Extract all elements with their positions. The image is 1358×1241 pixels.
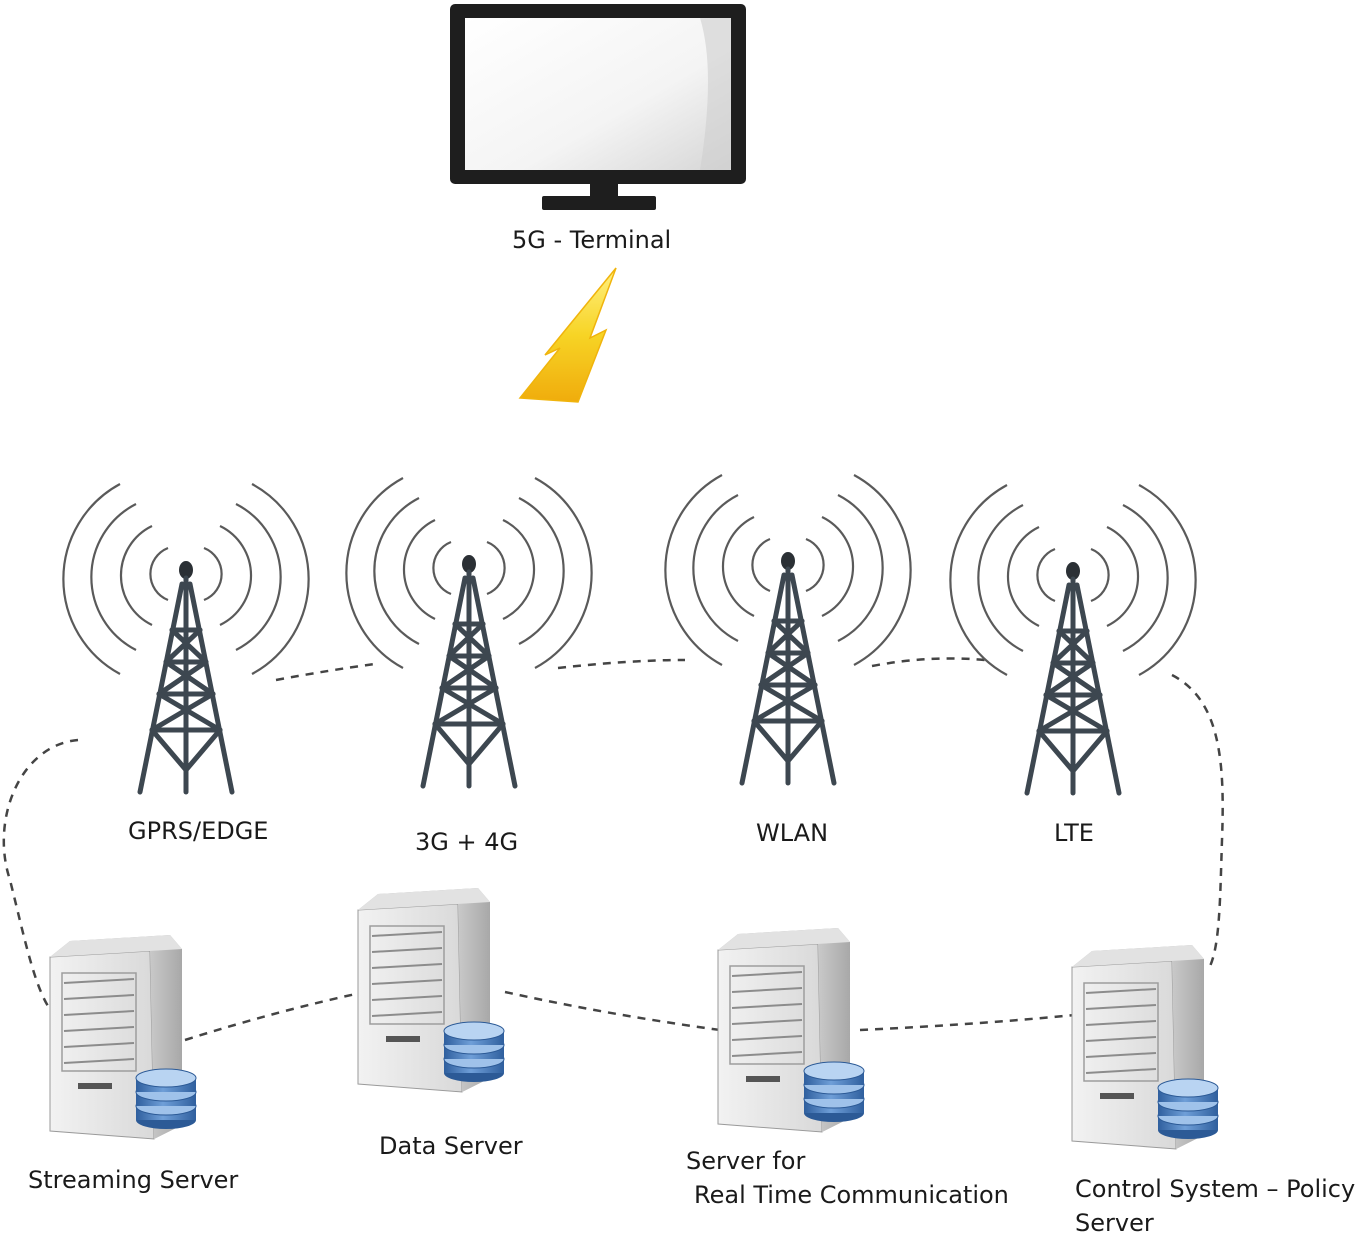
server-database-icon-rtc — [717, 927, 865, 1133]
cell-tower-icon-wlan — [665, 475, 910, 783]
lightning-bolt-icon — [518, 267, 617, 403]
link-data-rtc — [504, 990, 721, 1032]
server-label-rtc-line1: Server for — [686, 1147, 806, 1175]
tower-label-gprs: GPRS/EDGE — [128, 817, 269, 845]
server-database-icon-policy — [1071, 944, 1219, 1150]
tower-label-wlan: WLAN — [756, 819, 829, 847]
server-label-data: Data Server — [379, 1132, 523, 1160]
server-label-policy-line2: Server — [1075, 1209, 1154, 1237]
tower-label-lte: LTE — [1054, 819, 1094, 847]
link-wlan-lte — [871, 657, 986, 668]
cell-tower-icon-3g4g — [346, 478, 591, 786]
link-rtc-policy — [859, 1013, 1076, 1032]
server-label-rtc-line2: Real Time Communication — [694, 1181, 1009, 1209]
link-streaming-data — [184, 990, 366, 1042]
server-label-streaming: Streaming Server — [28, 1166, 239, 1194]
server-label-policy-line1: Control System – Policy — [1075, 1175, 1356, 1203]
server-database-icon-streaming — [49, 934, 197, 1140]
link-3g4g-wlan — [557, 658, 686, 670]
link-gprs-streaming — [2, 738, 79, 1013]
cell-tower-icon-lte — [950, 485, 1195, 793]
server-database-icon-data — [357, 887, 505, 1093]
monitor-icon — [450, 4, 746, 210]
connectors — [2, 657, 1224, 1042]
link-gprs-3g4g — [275, 662, 376, 682]
cell-tower-icon-gprs — [63, 484, 308, 792]
terminal-label: 5G - Terminal — [512, 226, 672, 254]
tower-label-3g4g: 3G + 4G — [415, 828, 519, 856]
link-lte-policy — [1171, 673, 1224, 971]
